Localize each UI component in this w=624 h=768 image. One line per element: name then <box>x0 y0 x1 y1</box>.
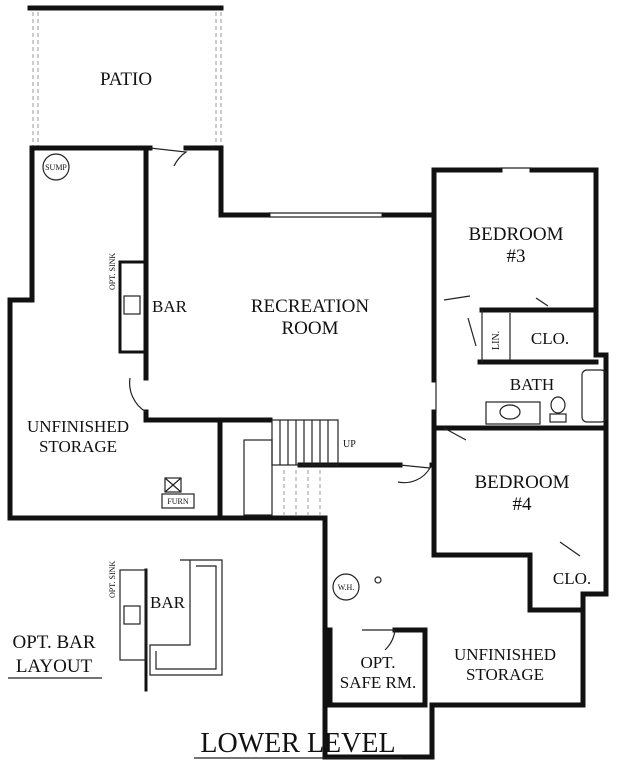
opt-bar-sink-label: OPT. SINK <box>108 561 117 598</box>
opt-bar-layout-label-1: OPT. BAR <box>12 632 95 653</box>
patio-label: PATIO <box>100 69 152 90</box>
clo-label: CLO. <box>531 329 569 348</box>
storage-right-label-1: UNFINISHED <box>454 645 556 664</box>
bedroom3-label-1: BEDROOM <box>468 224 563 245</box>
stairs-up-label: UP <box>343 439 356 450</box>
bath-fixtures <box>485 369 607 425</box>
storage-left-label-1: UNFINISHED <box>27 417 129 436</box>
water-heater: W.H. <box>332 573 382 601</box>
lower-level-title: LOWER LEVEL <box>200 728 395 759</box>
wh-label: W.H. <box>338 583 355 592</box>
plan-title: LOWER LEVEL <box>194 728 402 759</box>
opt-bar-layout: BAR OPT. SINK OPT. BAR LAYOUT <box>8 559 223 692</box>
opt-bar-label: BAR <box>150 593 186 612</box>
storage-left-label-2: STORAGE <box>39 437 117 456</box>
safe-room-label-1: OPT. <box>360 653 395 672</box>
sump-label: SUMP <box>45 163 67 172</box>
bar-label: BAR <box>152 297 188 316</box>
lin-label: LIN. <box>491 331 502 350</box>
recreation-label-2: ROOM <box>281 318 338 339</box>
safe-room-label-2: SAFE RM. <box>340 673 417 692</box>
room-labels: RECREATION ROOM BEDROOM #3 BEDROOM #4 BA… <box>27 224 591 692</box>
patio-area: PATIO <box>27 5 224 148</box>
stairs: UP <box>243 419 356 516</box>
bar-counter: BAR OPT. SINK <box>108 253 188 354</box>
bath-label: BATH <box>510 375 554 394</box>
sump-pit: SUMP <box>42 153 70 181</box>
furn-label: FURN <box>167 497 189 506</box>
clo2-label: CLO. <box>553 569 591 588</box>
furnace: FURN <box>161 477 195 509</box>
opt-sink-label: OPT. SINK <box>108 253 117 290</box>
opt-bar-layout-label-2: LAYOUT <box>16 656 93 677</box>
storage-right-label-2: STORAGE <box>466 665 544 684</box>
bedroom4-label-1: BEDROOM <box>474 472 569 493</box>
doors <box>129 147 581 651</box>
exterior-walls <box>7 145 609 760</box>
bedroom4-label-2: #4 <box>513 494 533 515</box>
bedroom3-label-2: #3 <box>507 246 526 267</box>
recreation-label-1: RECREATION <box>251 296 370 317</box>
